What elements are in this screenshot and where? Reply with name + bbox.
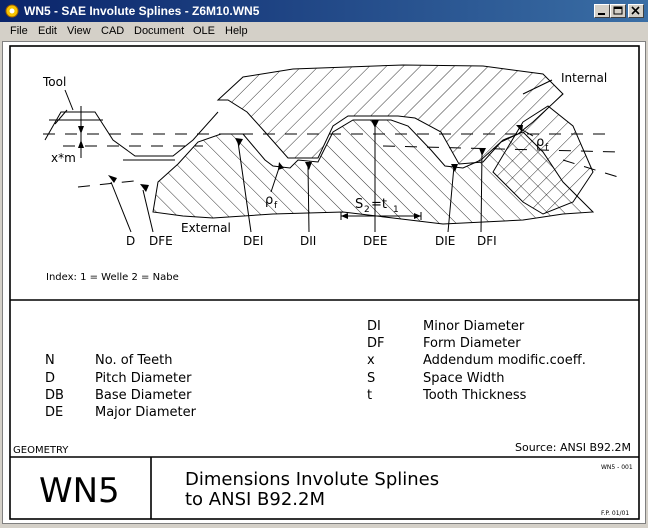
external-spline-body (152, 119, 595, 225)
legend-desc-t: Tooth Thickness (422, 388, 527, 403)
label-t-sub: 1 (393, 205, 399, 215)
maximize-icon (613, 6, 623, 15)
legend-desc-d: Pitch Diameter (95, 371, 192, 386)
label-xm: x*m (51, 151, 76, 165)
footer-line1: Dimensions Involute Splines (185, 469, 439, 490)
section-label: GEOMETRY (13, 445, 69, 456)
menu-help[interactable]: Help (225, 25, 248, 37)
app-icon (5, 4, 19, 18)
minimize-button[interactable] (594, 4, 610, 18)
label-internal: Internal (561, 71, 607, 85)
menu-file[interactable]: File (10, 25, 28, 37)
legend-desc-n: No. of Teeth (95, 353, 172, 368)
label-eq-t: =t (371, 197, 387, 212)
reference-line-right (382, 145, 619, 153)
legend-desc-s: Space Width (423, 371, 505, 386)
footer-line2: to ANSI B92.2M (185, 489, 325, 510)
legend-desc-de: Major Diameter (95, 405, 197, 420)
footer-ref: WN5 - 001 (601, 464, 633, 471)
form-line-right (562, 159, 619, 178)
source-label: Source: ANSI B92.2M (515, 441, 631, 454)
label-pf-right-sub: f (545, 143, 549, 153)
legend-code-d: D (45, 371, 55, 386)
legend-code-t: t (367, 388, 372, 403)
label-s2-sub: 2 (364, 205, 370, 215)
close-button[interactable] (628, 4, 644, 18)
legend-code-x: x (367, 353, 375, 368)
label-pf-right: ρ (536, 135, 544, 150)
minimize-icon (598, 13, 605, 15)
label-DEE: DEE (363, 234, 387, 248)
legend-code-n: N (45, 353, 55, 368)
label-DII: DII (300, 234, 316, 248)
footer-code: WN5 (39, 471, 120, 511)
legend-desc-df: Form Diameter (423, 336, 521, 351)
legend-code-de: DE (45, 405, 63, 420)
footer-page: F.P. 01/01 (601, 510, 629, 517)
label-D: D (126, 234, 135, 248)
label-pf-left: ρ (265, 193, 273, 208)
title-bar: WN5 - SAE Involute Splines - Z6M10.WN5 (0, 0, 648, 22)
legend-code-df: DF (367, 336, 385, 351)
tool-profile-lower (54, 109, 175, 161)
menu-bar: File Edit View CAD Document OLE Help (0, 22, 648, 41)
drawing-sheet: Tool Internal External x*m ρ f ρ f S 2 =… (9, 45, 640, 520)
tool-profile (44, 111, 219, 157)
window-title: WN5 - SAE Involute Splines - Z6M10.WN5 (24, 4, 260, 18)
menu-ole[interactable]: OLE (193, 25, 216, 37)
maximize-button[interactable] (610, 4, 626, 18)
menu-document[interactable]: Document (134, 25, 185, 37)
menu-edit[interactable]: Edit (38, 25, 57, 37)
legend-desc-db: Base Diameter (95, 388, 192, 403)
legend-desc-x: Addendum modific.coeff. (423, 353, 586, 368)
label-DIE: DIE (435, 234, 455, 248)
form-line-left (77, 179, 144, 188)
label-DFI: DFI (477, 234, 497, 248)
index-note: Index: 1 = Welle 2 = Nabe (46, 272, 179, 283)
label-external: External (181, 221, 231, 235)
legend-code-s: S (367, 371, 375, 386)
drawing-canvas[interactable]: Tool Internal External x*m ρ f ρ f S 2 =… (2, 41, 646, 524)
legend-code-di: DI (367, 319, 381, 334)
label-DEI: DEI (243, 234, 263, 248)
menu-view[interactable]: View (67, 25, 91, 37)
legend-desc-di: Minor Diameter (423, 319, 525, 334)
sheet-frame (9, 45, 640, 520)
menu-cad[interactable]: CAD (101, 25, 125, 37)
label-DFE: DFE (149, 234, 173, 248)
internal-spline-body (216, 64, 564, 165)
label-pf-left-sub: f (274, 201, 278, 211)
label-s2: S (355, 197, 363, 212)
close-icon (631, 6, 640, 15)
label-tool: Tool (42, 75, 66, 89)
legend-code-db: DB (45, 388, 64, 403)
